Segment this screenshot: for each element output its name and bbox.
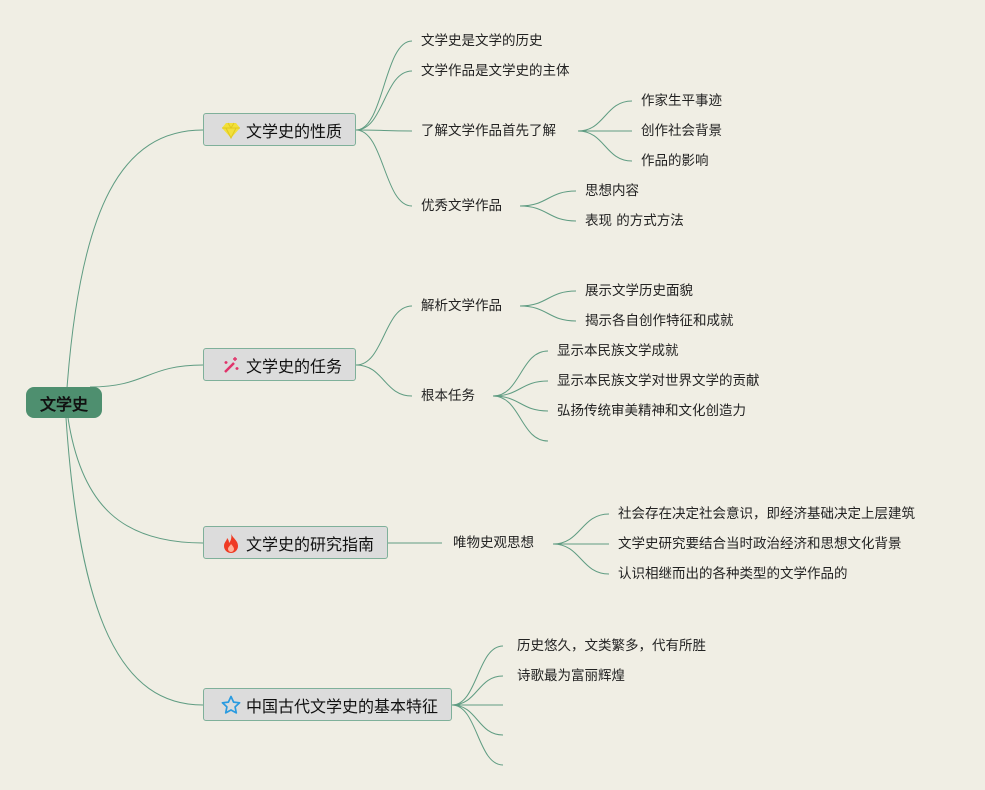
fire-icon (220, 532, 242, 554)
connector (451, 645, 504, 706)
topic[interactable]: 认识相继而出的各种类型的文学作品的 (618, 566, 848, 582)
connector (492, 395, 549, 442)
connector (519, 190, 577, 207)
connector (451, 704, 504, 736)
connector (65, 417, 204, 706)
topic[interactable]: 展示文学历史面貌 (585, 283, 693, 299)
branch-research-guide[interactable]: 文学史的研究指南 (203, 526, 388, 559)
connector (519, 305, 577, 322)
branch-label: 中国古代文学史的基本特征 (246, 696, 439, 716)
connector (552, 543, 610, 575)
connector (451, 704, 504, 766)
connector (67, 417, 204, 544)
topic[interactable]: 唯物史观思想 (453, 535, 534, 551)
star-icon (220, 694, 242, 716)
topic[interactable]: 解析文学作品 (421, 298, 502, 314)
root-label: 文学史 (39, 394, 88, 414)
topic[interactable]: 诗歌最为富丽辉煌 (517, 668, 625, 684)
connector (355, 70, 413, 131)
connector (355, 305, 413, 366)
topic[interactable]: 创作社会背景 (641, 123, 722, 139)
connector (355, 364, 413, 397)
magic-wand-icon (220, 354, 242, 376)
topic[interactable]: 根本任务 (421, 388, 475, 404)
connector (519, 290, 577, 307)
topic[interactable]: 文学史研究要结合当时政治经济和思想文化背景 (618, 536, 902, 552)
topic[interactable]: 弘扬传统审美精神和文化创造力 (557, 403, 746, 419)
connector (577, 130, 633, 162)
topic[interactable]: 思想内容 (585, 183, 639, 199)
branch-features[interactable]: 中国古代文学史的基本特征 (203, 688, 452, 721)
connector (492, 380, 549, 397)
topic[interactable]: 揭示各自创作特征和成就 (585, 313, 734, 329)
topic[interactable]: 显示本民族文学对世界文学的贡献 (557, 373, 760, 389)
branch-nature[interactable]: 文学史的性质 (203, 113, 356, 146)
branch-label: 文学史的研究指南 (246, 534, 375, 554)
connector (355, 40, 413, 131)
topic[interactable]: 作家生平事迹 (641, 93, 722, 109)
connector (492, 395, 549, 412)
topic[interactable]: 优秀文学作品 (421, 198, 502, 214)
branch-label: 文学史的任务 (246, 356, 343, 376)
topic[interactable]: 历史悠久，文类繁多，代有所胜 (517, 638, 706, 654)
connector (519, 205, 577, 222)
connector (577, 100, 633, 132)
connector (451, 675, 504, 706)
connector (552, 513, 610, 545)
connector (89, 364, 204, 388)
connector (355, 129, 413, 207)
diamond-icon (220, 119, 242, 141)
topic[interactable]: 表现 的方式方法 (585, 213, 684, 229)
connector (355, 129, 413, 132)
topic[interactable]: 显示本民族文学成就 (557, 343, 679, 359)
root-node[interactable]: 文学史 (26, 387, 102, 418)
topic[interactable]: 社会存在决定社会意识，即经济基础决定上层建筑 (618, 506, 915, 522)
branch-label: 文学史的性质 (246, 121, 343, 141)
topic[interactable]: 了解文学作品首先了解 (421, 123, 556, 139)
topic[interactable]: 作品的影响 (641, 153, 709, 169)
connector (66, 129, 204, 389)
branch-task[interactable]: 文学史的任务 (203, 348, 356, 381)
connector (492, 350, 549, 397)
topic[interactable]: 文学史是文学的历史 (421, 33, 543, 49)
topic[interactable]: 文学作品是文学史的主体 (421, 63, 570, 79)
